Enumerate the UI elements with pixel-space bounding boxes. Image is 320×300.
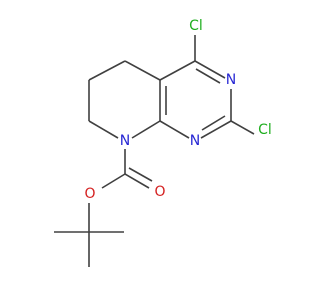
bond-c4a-c4 bbox=[159, 60, 196, 81]
nitrogen-n3-label: N bbox=[226, 72, 236, 88]
bond-c2-n1-inner bbox=[201, 115, 226, 131]
bond-c4-n3-inner bbox=[195, 68, 221, 84]
bonds bbox=[54, 35, 255, 267]
nitrogen-n1-label: N bbox=[190, 133, 200, 149]
bond-c7-n8 bbox=[88, 120, 119, 139]
chlorine-right-label: Cl bbox=[258, 122, 272, 138]
structure-diagram: Cl Cl N N N O O bbox=[54, 18, 272, 267]
ester-oxygen-label: O bbox=[84, 186, 95, 202]
bond-c4a-c5 bbox=[124, 60, 161, 81]
bond-c5-c6 bbox=[88, 60, 126, 81]
bond-carbonyl-double-a bbox=[124, 173, 150, 189]
chlorine-top-label: Cl bbox=[189, 18, 203, 34]
bond-n1-c8a bbox=[159, 120, 190, 139]
bond-c2-cl bbox=[230, 120, 255, 135]
bond-n8-c8a bbox=[131, 120, 161, 139]
bond-c4-n3 bbox=[194, 60, 226, 79]
bond-carbonyl-double-b bbox=[128, 167, 153, 182]
nitrogen-ring-label: N bbox=[120, 133, 130, 149]
bond-c-oester bbox=[101, 173, 126, 189]
atom-labels: Cl Cl N N N O O bbox=[84, 18, 271, 202]
carbonyl-oxygen-label: O bbox=[154, 184, 165, 200]
bond-c2-n1 bbox=[200, 120, 232, 139]
